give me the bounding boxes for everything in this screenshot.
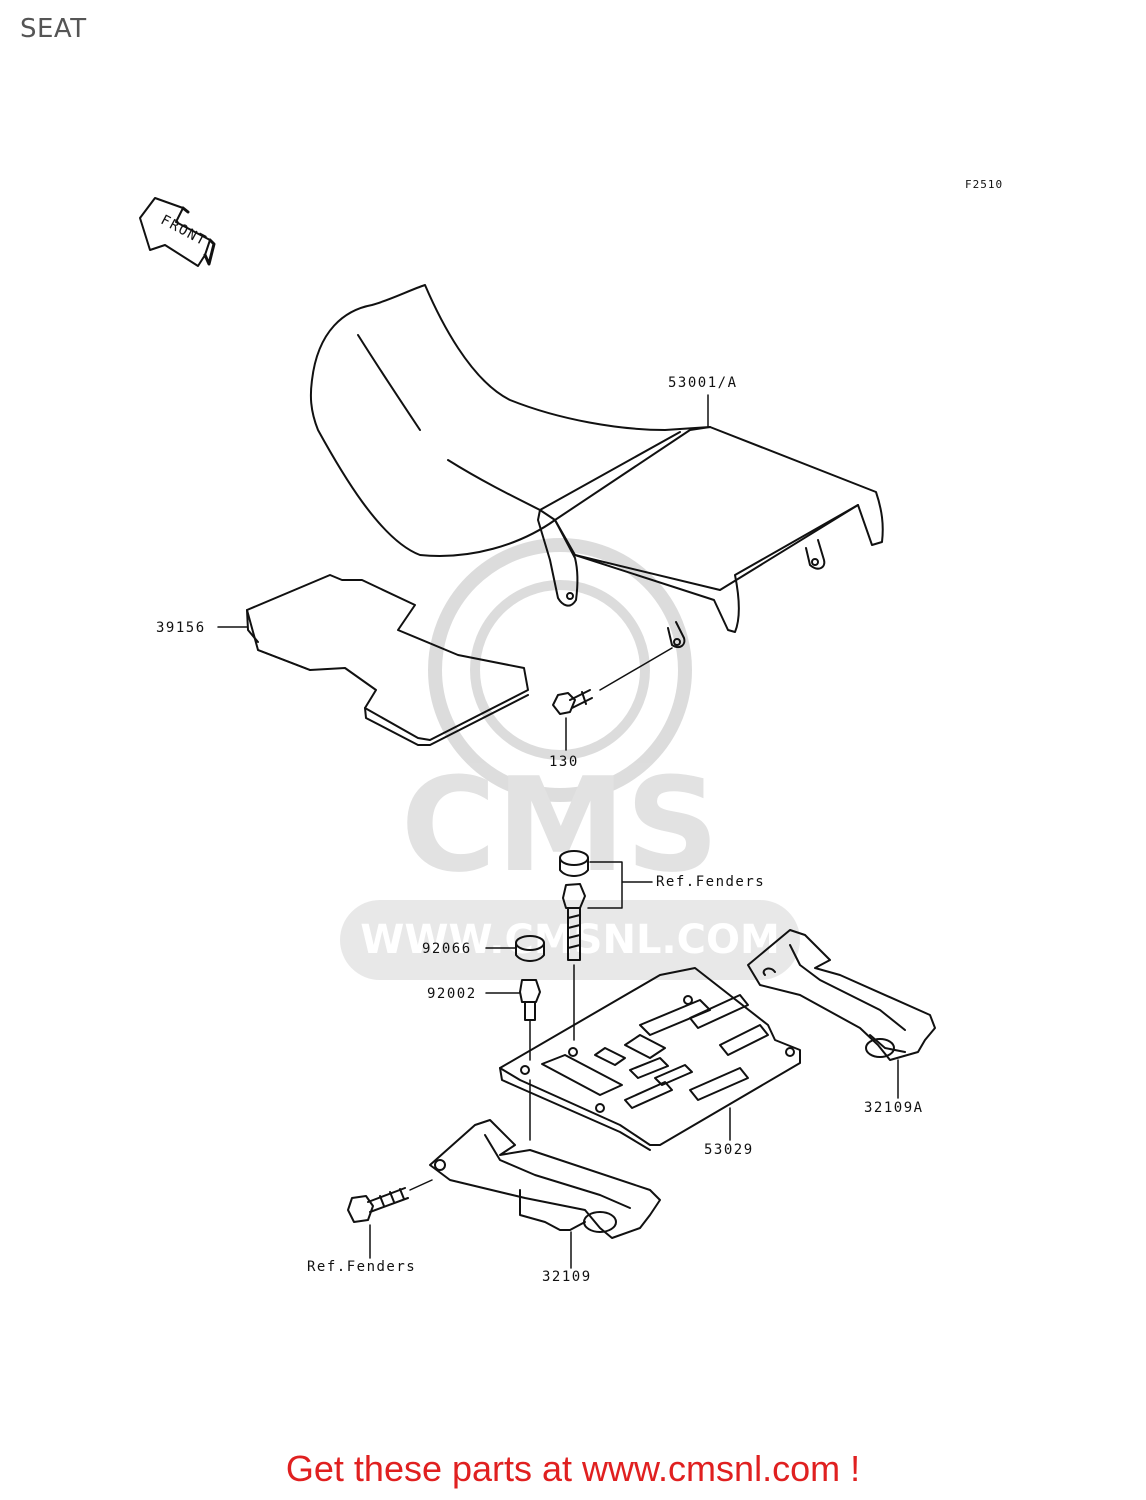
seat-illustration <box>309 284 884 648</box>
figure-code: F2510 <box>965 178 1004 191</box>
watermark-brand: CMS <box>401 749 719 901</box>
front-label: FRONT <box>158 212 209 249</box>
front-arrow-icon: FRONT <box>139 197 216 267</box>
part-label-92002[interactable]: 92002 <box>427 986 477 1002</box>
bracket-32109A-illustration <box>747 929 936 1061</box>
part-label-32109a[interactable]: 32109A <box>864 1100 924 1116</box>
seat-pad-illustration <box>246 574 529 746</box>
cap-illustration <box>559 850 589 877</box>
shop-link[interactable]: Get these parts at www.cmsnl.com ! <box>285 1448 861 1489</box>
part-label-ref-fenders-lower[interactable]: Ref.Fenders <box>307 1259 416 1275</box>
cms-watermark: CMS WWW.CMSNL.COM <box>340 538 800 980</box>
carrier-plate-illustration <box>499 967 801 1151</box>
part-label-ref-fenders-upper[interactable]: Ref.Fenders <box>656 874 765 890</box>
bracket-32109-illustration <box>429 1119 661 1239</box>
part-label-92066[interactable]: 92066 <box>422 941 472 957</box>
part-label-53029[interactable]: 53029 <box>704 1142 754 1158</box>
grommet-92066-illustration <box>515 935 545 962</box>
part-label-39156[interactable]: 39156 <box>156 620 206 636</box>
bolt-130-illustration <box>552 689 593 715</box>
page-title: SEAT <box>20 14 87 44</box>
part-label-130[interactable]: 130 <box>549 754 579 770</box>
bolt-illustration <box>562 883 586 961</box>
part-label-32109[interactable]: 32109 <box>542 1269 592 1285</box>
bolt-92002-illustration <box>519 979 541 1021</box>
watermark-url: WWW.CMSNL.COM <box>360 917 780 963</box>
bolt-fenders-lower-illustration <box>347 1187 409 1223</box>
part-label-53001-a[interactable]: 53001/A <box>668 375 738 391</box>
